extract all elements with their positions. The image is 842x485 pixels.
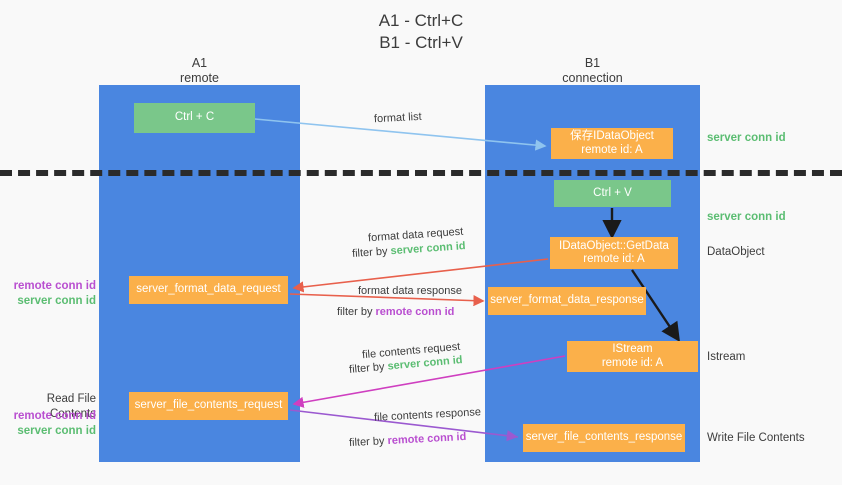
label-remote-conn-id: remote conn id <box>13 410 96 422</box>
edge-label-file-contents-response: file contents response <box>373 406 482 424</box>
label-remote-conn-id: remote conn id <box>13 280 96 292</box>
remote-conn-id-text: remote conn id <box>375 306 455 318</box>
label-server-conn-id-mid: server conn id <box>707 211 786 223</box>
label-conn-ids-file: remote conn id server conn id <box>10 409 96 439</box>
node-save-idataobject[interactable]: 保存IDataObject remote id: A <box>551 128 673 159</box>
edge-label-filter-by-remote-conn-id: filter by remote conn id <box>349 430 467 451</box>
filter-by-text: filter by <box>348 360 386 376</box>
lane-header-a1: A1 remote <box>180 56 219 85</box>
filter-by-text: filter by <box>348 435 385 450</box>
label-istream: Istream <box>707 351 746 363</box>
server-conn-id-text: server conn id <box>390 240 466 258</box>
node-idataobject-getdata[interactable]: IDataObject::GetData remote id: A <box>550 237 678 269</box>
lane-header-b1: B1 connection <box>562 56 623 85</box>
node-server-format-data-request[interactable]: server_format_data_request <box>129 276 288 304</box>
filter-by-text: filter by <box>337 306 373 318</box>
node-server-file-contents-request[interactable]: server_file_contents_request <box>129 392 288 420</box>
node-server-file-contents-response[interactable]: server_file_contents_response <box>523 424 685 452</box>
label-dataobject: DataObject <box>707 246 765 258</box>
label-read-file-contents: Read File Contents <box>46 393 96 420</box>
edge-label-format-list: format list <box>373 110 422 126</box>
label-server-conn-id: server conn id <box>17 295 96 307</box>
node-ctrl-v[interactable]: Ctrl + V <box>554 180 671 207</box>
node-ctrl-c[interactable]: Ctrl + C <box>134 103 255 133</box>
edge-label-format-data-response: format data response <box>358 285 462 297</box>
label-conn-ids-format: remote conn id server conn id <box>10 279 96 309</box>
label-server-conn-id: server conn id <box>17 425 96 437</box>
edge-label-filter-by-remote-conn-id: filter by remote conn id <box>337 305 454 320</box>
filter-by-text: filter by <box>351 245 388 260</box>
page-title: A1 - Ctrl+C B1 - Ctrl+V <box>378 11 464 52</box>
phase-separator <box>0 170 842 176</box>
label-server-conn-id-top: server conn id <box>707 132 786 144</box>
label-write-file-contents: Write File Contents <box>707 432 805 444</box>
node-server-format-data-response[interactable]: server_format_data_response <box>488 287 646 315</box>
remote-conn-id-text: remote conn id <box>387 430 467 448</box>
node-istream[interactable]: IStream remote id: A <box>567 341 698 372</box>
